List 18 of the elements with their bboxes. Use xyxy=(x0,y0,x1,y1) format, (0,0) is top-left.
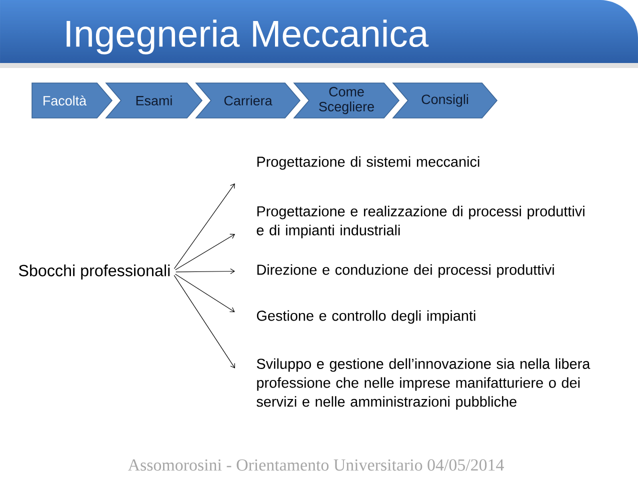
title-banner: Ingegneria Meccanica xyxy=(0,0,638,68)
arrow xyxy=(176,268,236,274)
topic-text: Sbocchi professionali xyxy=(18,264,170,280)
step-tab: Consigli xyxy=(392,82,498,118)
outcome-text: Progettazione e realizzazione di processi produttivi e di impianti industriali xyxy=(256,206,584,238)
step-tab: Come Scegliere xyxy=(293,82,400,118)
arrow xyxy=(174,183,235,270)
outcome-text: Gestione e controllo degli impianti xyxy=(256,310,476,324)
outcome-text: Sviluppo e gestione dell’innovazione sia nella libera professione che nelle imprese manifatturiere o dei servizi e nelle amministrazioni pubbliche xyxy=(256,358,590,410)
arrow xyxy=(175,234,236,270)
arrow xyxy=(174,275,236,368)
step-tab: Esami xyxy=(105,82,203,118)
step-tab: Facoltà xyxy=(32,82,113,118)
outcome-text: Progettazione di sistemi meccanici xyxy=(257,156,480,170)
footer-text: Assomorosini - Orientamento Universitario 04/05/2014 xyxy=(128,459,504,471)
outcome-text: Direzione e conduzione dei processi produttivi xyxy=(257,264,554,278)
arrow xyxy=(175,274,235,312)
step-tab: Carriera xyxy=(195,82,301,118)
